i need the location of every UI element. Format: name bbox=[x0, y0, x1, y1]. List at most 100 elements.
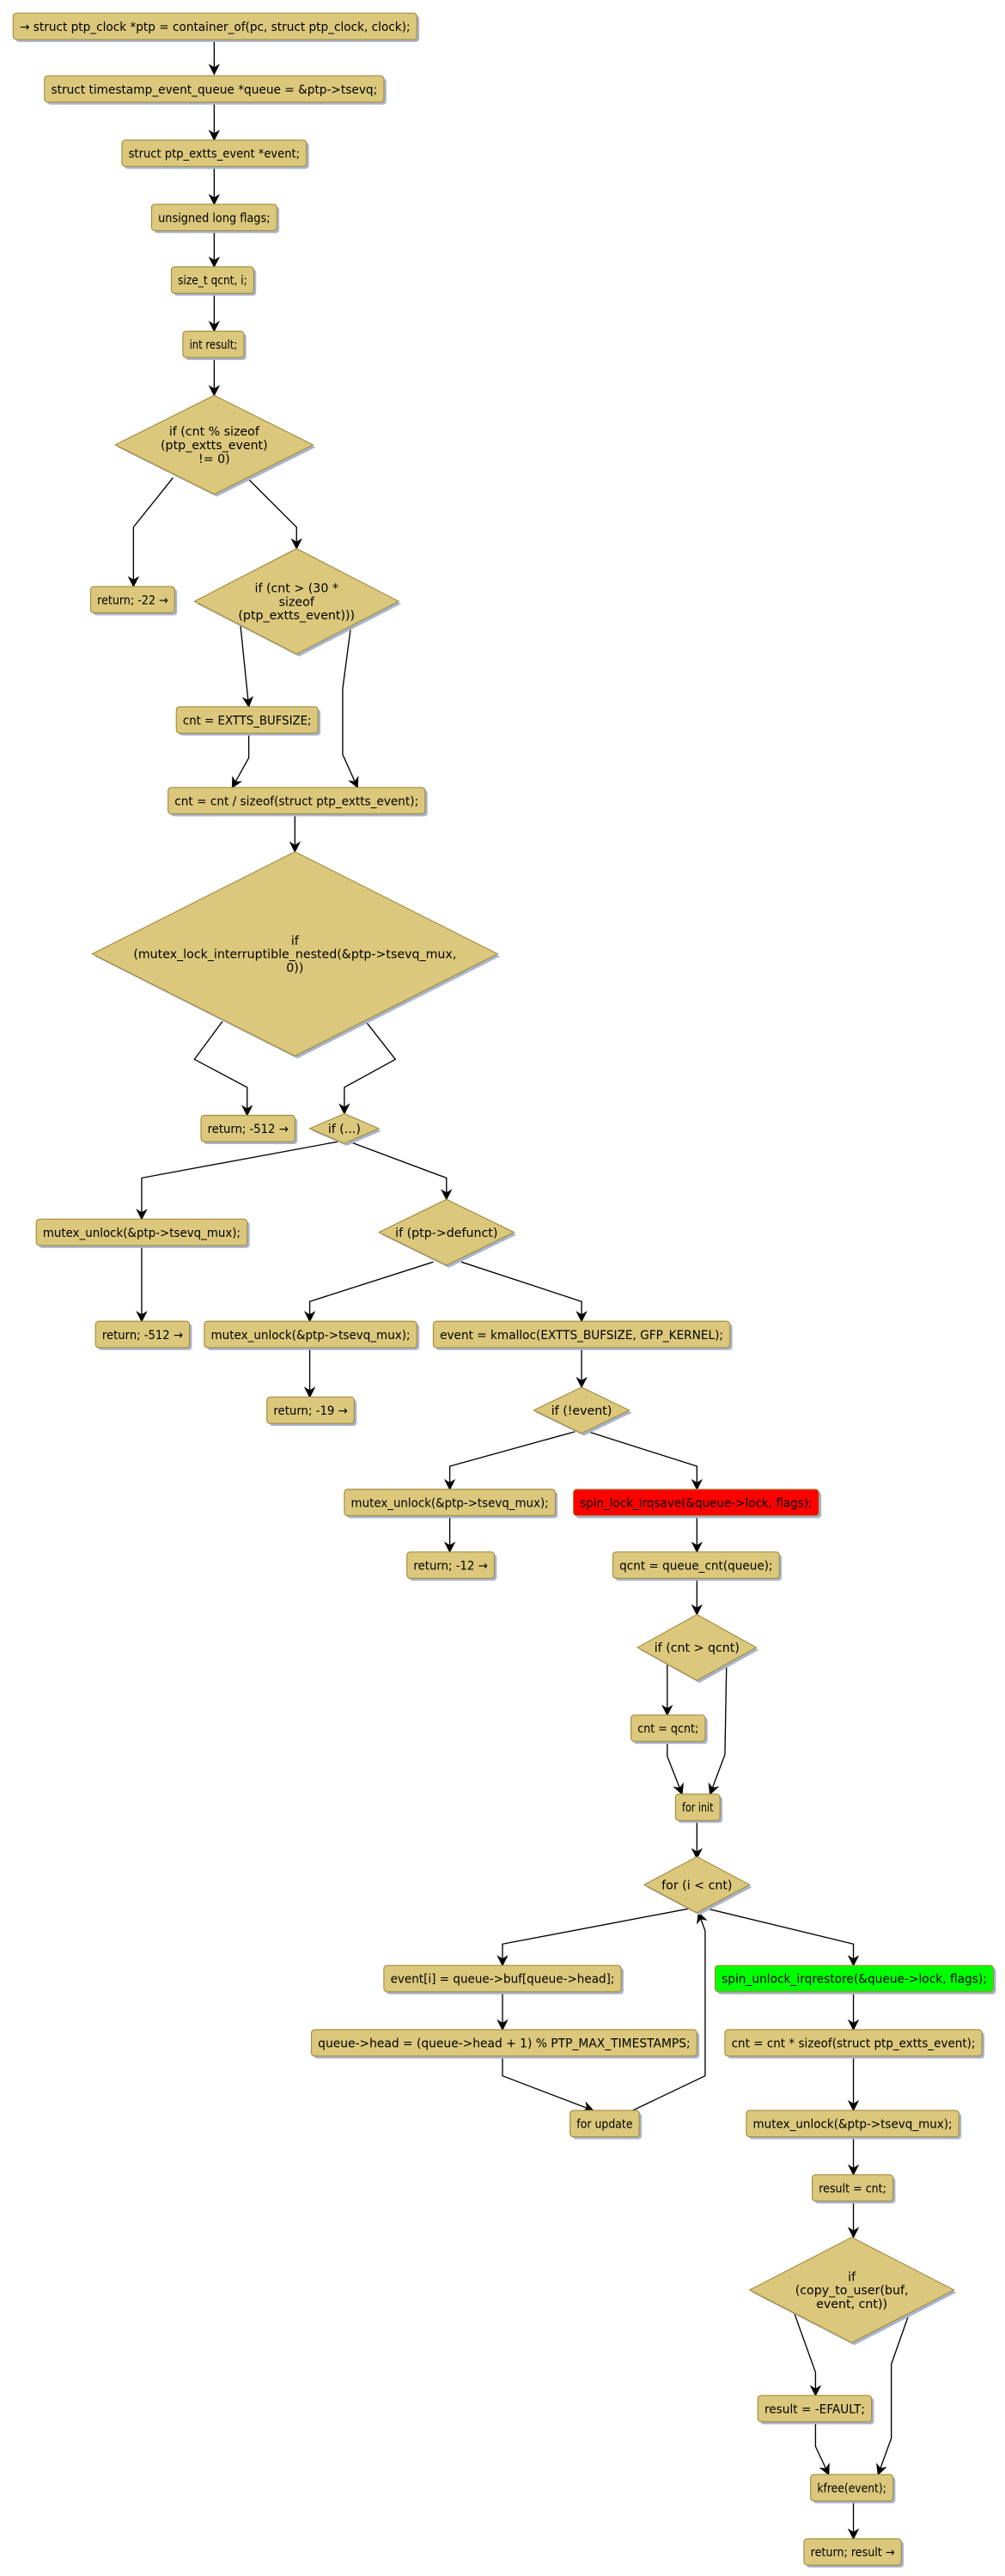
decision-node[interactable]: for (i < cnt) bbox=[643, 1855, 752, 1915]
diamond-shape bbox=[748, 2237, 955, 2344]
statement-node[interactable]: return; -512 → bbox=[200, 1114, 298, 1145]
node-shape bbox=[204, 1320, 417, 1349]
node-label: mutex_unlock(&ptp->tsevq_mux); bbox=[211, 1329, 411, 1343]
node-label: struct ptp_extts_event *event; bbox=[129, 148, 300, 161]
node-label: if (!event) bbox=[551, 1404, 612, 1418]
node-shape bbox=[94, 1320, 191, 1349]
statement-node[interactable]: mutex_unlock(&ptp->tsevq_mux); bbox=[204, 1320, 420, 1350]
node-shape bbox=[572, 1489, 819, 1517]
node-label-line: for (i < cnt) bbox=[661, 1879, 732, 1892]
decision-node[interactable]: if (ptp->defunct) bbox=[377, 1198, 517, 1268]
node-label: if (cnt > qcnt) bbox=[655, 1641, 740, 1655]
node-label-line: if (ptp->defunct) bbox=[395, 1227, 497, 1240]
decision-node[interactable]: if (!event) bbox=[533, 1386, 632, 1436]
edges bbox=[127, 40, 912, 2540]
statement-node[interactable]: mutex_unlock(&ptp->tsevq_mux); bbox=[746, 2110, 962, 2140]
statement-node[interactable]: return; -22 → bbox=[89, 586, 178, 616]
statement-node[interactable]: mutex_unlock(&ptp->tsevq_mux); bbox=[344, 1489, 558, 1519]
node-shape bbox=[724, 2029, 983, 2057]
node-shape bbox=[266, 1396, 355, 1424]
statement-node[interactable]: return; -512 → bbox=[94, 1320, 192, 1350]
statement-node[interactable]: cnt = EXTTS_BUFSIZE; bbox=[175, 706, 321, 736]
node-label-line: if (cnt > qcnt) bbox=[655, 1641, 740, 1655]
decision-node[interactable]: if (cnt > (30 *sizeof(ptp_extts_event))) bbox=[193, 548, 402, 657]
node-shape bbox=[406, 1551, 495, 1580]
node-shape bbox=[344, 1489, 556, 1517]
node-label: qcnt = queue_cnt(queue); bbox=[619, 1559, 772, 1573]
node-shape bbox=[812, 2174, 894, 2202]
node-shape bbox=[89, 586, 175, 614]
statement-node[interactable]: cnt = qcnt; bbox=[630, 1714, 708, 1745]
statement-node[interactable]: return; -19 → bbox=[266, 1396, 357, 1427]
node-label: int result; bbox=[190, 338, 238, 352]
flow-arrow bbox=[791, 2307, 822, 2397]
decision-node[interactable]: if(mutex_lock_interruptible_nested(&ptp-… bbox=[91, 850, 501, 1059]
statement-node[interactable]: cnt = cnt / sizeof(struct ptp_extts_even… bbox=[168, 787, 428, 817]
node-label-line: sizeof bbox=[279, 595, 315, 609]
statement-node[interactable]: int result; bbox=[182, 330, 247, 361]
statement-node[interactable]: return; result → bbox=[803, 2538, 904, 2568]
node-label-line: if (cnt % sizeof bbox=[169, 425, 260, 439]
node-label: return; -12 → bbox=[413, 1559, 487, 1573]
decision-node[interactable]: if (cnt % sizeof(ptp_extts_event)!= 0) bbox=[113, 394, 316, 497]
flow-arrow bbox=[588, 1431, 704, 1491]
statement-node[interactable]: qcnt = queue_cnt(queue); bbox=[612, 1551, 783, 1581]
flow-arrow bbox=[460, 1261, 588, 1323]
statement-node[interactable]: event = kmalloc(EXTTS_BUFSIZE, GFP_KERNE… bbox=[432, 1320, 733, 1350]
node-shape bbox=[310, 2029, 697, 2057]
node-label-line: 0)) bbox=[286, 962, 303, 976]
flow-arrow bbox=[703, 1907, 860, 1967]
highlighted-statement-node[interactable]: spin_unlock_irqrestore(&queue->lock, fla… bbox=[714, 1964, 996, 1994]
node-label: mutex_unlock(&ptp->tsevq_mux); bbox=[351, 1496, 549, 1510]
statement-node[interactable]: → struct ptp_clock *ptp = container_of(p… bbox=[12, 12, 420, 42]
node-label: result = cnt; bbox=[819, 2182, 886, 2195]
flow-arrow bbox=[303, 1261, 434, 1323]
statement-node[interactable]: for update bbox=[570, 2110, 643, 2140]
node-label: if (cnt % sizeof(ptp_extts_event)!= 0) bbox=[161, 425, 268, 466]
node-label-line: (ptp_extts_event) bbox=[161, 439, 268, 453]
statement-node[interactable]: cnt = cnt * sizeof(struct ptp_extts_even… bbox=[724, 2029, 985, 2059]
node-label: return; -19 → bbox=[273, 1404, 347, 1418]
flow-arrow bbox=[193, 1020, 253, 1117]
statement-node[interactable]: result = -EFAULT; bbox=[757, 2395, 874, 2425]
node-shape bbox=[630, 1714, 706, 1742]
node-label: struct timestamp_event_queue *queue = &p… bbox=[51, 83, 377, 97]
decision-node[interactable]: if (cnt > qcnt) bbox=[636, 1613, 759, 1684]
node-label: if (ptp->defunct) bbox=[395, 1227, 497, 1240]
highlighted-statement-node[interactable]: spin_lock_irqsave(&queue->lock, flags); bbox=[572, 1489, 822, 1519]
statement-node[interactable]: result = cnt; bbox=[812, 2174, 896, 2204]
statement-node[interactable]: struct ptp_extts_event *event; bbox=[121, 139, 309, 169]
node-shape bbox=[12, 12, 417, 40]
statement-node[interactable]: queue->head = (queue->head + 1) % PTP_MA… bbox=[310, 2029, 700, 2059]
flow-arrow bbox=[349, 1141, 453, 1201]
node-label-line: if (!event) bbox=[551, 1404, 612, 1418]
node-label: spin_unlock_irqrestore(&queue->lock, fla… bbox=[722, 1973, 987, 1987]
node-label: result = -EFAULT; bbox=[764, 2402, 865, 2416]
statement-node[interactable]: for init bbox=[674, 1793, 723, 1824]
diamond-shape bbox=[91, 850, 499, 1057]
statement-node[interactable]: size_t qcnt, i; bbox=[170, 266, 257, 296]
node-label-line: if bbox=[848, 2270, 856, 2284]
diamond-shape bbox=[636, 1613, 758, 1682]
node-shape bbox=[432, 1320, 731, 1349]
decision-node[interactable]: if (...) bbox=[308, 1112, 382, 1146]
statement-node[interactable]: struct timestamp_event_queue *queue = &p… bbox=[44, 75, 387, 105]
flow-arrow bbox=[496, 1907, 694, 1967]
statement-node[interactable]: event[i] = queue->buf[queue->head]; bbox=[383, 1964, 624, 1994]
decision-node[interactable]: if(copy_to_user(buf,event, cnt)) bbox=[748, 2237, 957, 2346]
flow-arrow bbox=[502, 2055, 594, 2112]
statement-node[interactable]: kfree(event); bbox=[810, 2474, 896, 2504]
statement-node[interactable]: return; -12 → bbox=[406, 1551, 497, 1581]
node-shape bbox=[121, 139, 308, 167]
node-shape bbox=[746, 2110, 959, 2138]
node-shape bbox=[175, 706, 319, 734]
node-label: for update bbox=[576, 2117, 632, 2131]
node-shape bbox=[150, 204, 277, 232]
statement-node[interactable]: unsigned long flags; bbox=[150, 204, 280, 234]
statement-node[interactable]: mutex_unlock(&ptp->tsevq_mux); bbox=[35, 1218, 250, 1248]
node-label: kfree(event); bbox=[817, 2482, 886, 2495]
node-shape bbox=[810, 2474, 894, 2502]
node-shape bbox=[170, 266, 254, 294]
node-label: mutex_unlock(&ptp->tsevq_mux); bbox=[43, 1227, 241, 1240]
